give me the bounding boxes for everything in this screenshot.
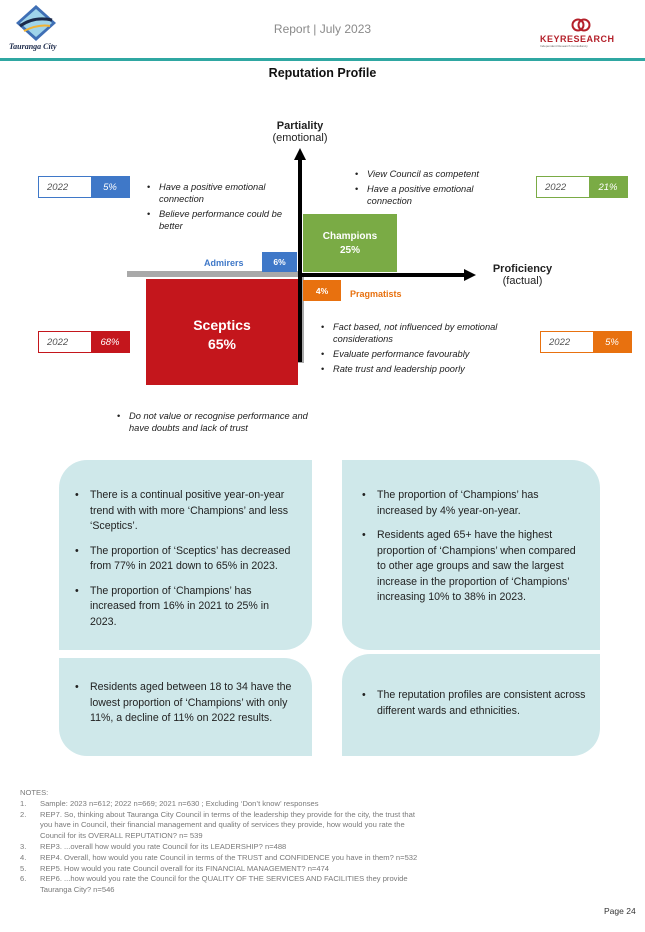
- partner-tagline: Independent Research Consultancy: [540, 44, 588, 48]
- sceptics-value: 65%: [207, 336, 237, 352]
- pragmatists-2022-box: 2022 5%: [540, 331, 632, 353]
- card-bullet: Residents aged between 18 to 34 have the…: [73, 680, 298, 727]
- sceptics-description: Do not value or recognise performance an…: [115, 410, 315, 437]
- pragmatists-description: Fact based, not influenced by emotional …: [319, 321, 524, 378]
- card-bullet: The proportion of ‘Sceptics’ has decreas…: [73, 544, 298, 575]
- description-item: Have a positive emotional connection: [353, 183, 503, 207]
- note-text: REP7. So, thinking about Tauranga City C…: [40, 809, 415, 841]
- x-axis-arrow-icon: [464, 269, 476, 281]
- description-item: View Council as competent: [353, 168, 503, 180]
- champions-description: View Council as competent Have a positiv…: [353, 168, 503, 210]
- champions-label: Champions: [322, 231, 378, 242]
- header-rule: [0, 58, 645, 61]
- admirers-2022-box: 2022 5%: [38, 176, 130, 198]
- champions-2022-year: 2022: [545, 181, 567, 193]
- note-text: REP4. Overall, how would you rate Counci…: [40, 852, 418, 862]
- card-bullet: Residents aged 65+ have the highest prop…: [360, 528, 586, 606]
- sceptics-label: Sceptics: [193, 317, 251, 333]
- card-bullet: The proportion of ‘Champions’ has increa…: [73, 584, 298, 631]
- champions-quadrant: Champions 25%: [303, 214, 397, 272]
- description-item: Have a positive emotional connection: [145, 181, 295, 205]
- report-title: Report | July 2023: [273, 22, 372, 36]
- note-number: 3.: [20, 841, 27, 851]
- description-item: Rate trust and leadership poorly: [319, 363, 524, 375]
- admirers-value: 6%: [273, 257, 286, 267]
- pragmatists-2022-year: 2022: [549, 336, 571, 348]
- sceptics-2022-box: 2022 68%: [38, 331, 130, 353]
- card-bullet: There is a continual positive year-on-ye…: [73, 488, 298, 535]
- logo-text: Tauranga City: [9, 42, 57, 51]
- x-axis-sub: (factual): [502, 275, 543, 287]
- x-axis-label: Proficiency (factual): [480, 263, 565, 287]
- champions-2022-value: 21%: [589, 177, 627, 197]
- note-item: 2. REP7. So, thinking about Tauranga City…: [20, 810, 420, 842]
- notes-section: NOTES: 1. Sample: 2023 n=612; 2022 n=669;…: [20, 788, 420, 896]
- pragmatists-quadrant: 4%: [303, 280, 341, 301]
- note-number: 5.: [20, 863, 27, 873]
- summary-card-top-left: There is a continual positive year-on-ye…: [59, 460, 312, 650]
- note-number: 6.: [20, 874, 27, 884]
- sceptics-2022-year: 2022: [47, 336, 69, 348]
- admirers-2022-year: 2022: [47, 181, 69, 193]
- note-number: 2.: [20, 809, 27, 819]
- keyresearch-logo-icon: [571, 18, 591, 32]
- note-text: REP6. ...how would you rate the Council …: [40, 874, 408, 895]
- summary-card-bottom-left: Residents aged between 18 to 34 have the…: [59, 658, 312, 756]
- y-axis-title: Partiality: [276, 120, 324, 132]
- page-title: Reputation Profile: [268, 66, 377, 80]
- pragmatists-label: Pragmatists: [350, 289, 402, 299]
- note-text: Sample: 2023 n=612; 2022 n=669; 2021 n=6…: [40, 798, 319, 808]
- description-item: Do not value or recognise performance an…: [115, 410, 315, 434]
- y-axis-label: Partiality (emotional): [255, 120, 345, 144]
- note-text: REP5. How would you rate Council overall…: [40, 863, 330, 873]
- admirers-label: Admirers: [204, 258, 244, 268]
- pragmatists-value: 4%: [315, 285, 329, 296]
- y-axis-arrow-icon: [294, 148, 306, 160]
- y-axis-sub: (emotional): [272, 132, 328, 144]
- champions-2022-box: 2022 21%: [536, 176, 628, 198]
- quadrant-axes: [294, 148, 476, 362]
- sceptics-quadrant: Sceptics 65%: [146, 279, 298, 385]
- tauranga-logo-icon: [16, 5, 56, 41]
- note-item: 1. Sample: 2023 n=612; 2022 n=669; 2021 n…: [20, 799, 420, 810]
- card-bullet: The reputation profiles are consistent a…: [360, 688, 586, 719]
- admirers-quadrant: 6%: [262, 252, 297, 272]
- description-item: Evaluate performance favourably: [319, 348, 524, 360]
- note-item: 6. REP6. ...how would you rate the Counci…: [20, 874, 420, 896]
- pragmatists-2022-value: 5%: [593, 332, 631, 352]
- axis-shadow-horizontal: [127, 271, 302, 277]
- summary-card-bottom-right: The reputation profiles are consistent a…: [342, 654, 600, 756]
- x-axis-title: Proficiency: [492, 263, 553, 275]
- sceptics-2022-value: 68%: [91, 332, 129, 352]
- admirers-2022-value: 5%: [91, 177, 129, 197]
- note-number: 4.: [20, 852, 27, 862]
- admirers-description: Have a positive emotional connection Bel…: [145, 181, 295, 235]
- partner-logo: KEYRESEARCH: [540, 34, 615, 44]
- summary-card-top-right: The proportion of ‘Champions’ has increa…: [342, 460, 600, 650]
- note-item: 4. REP4. Overall, how would you rate Coun…: [20, 853, 420, 864]
- page-number: Page 24: [604, 906, 636, 916]
- champions-value: 25%: [339, 245, 360, 256]
- note-item: 3. REP3. ...overall how would you rate Co…: [20, 842, 420, 853]
- note-number: 1.: [20, 798, 27, 808]
- note-text: REP3. ...overall how would you rate Coun…: [40, 841, 287, 851]
- card-bullet: The proportion of ‘Champions’ has increa…: [360, 488, 586, 519]
- notes-heading: NOTES:: [20, 788, 49, 797]
- note-item: 5. REP5. How would you rate Council overa…: [20, 864, 420, 875]
- description-item: Fact based, not influenced by emotional …: [319, 321, 524, 345]
- description-item: Believe performance could be better: [145, 208, 295, 232]
